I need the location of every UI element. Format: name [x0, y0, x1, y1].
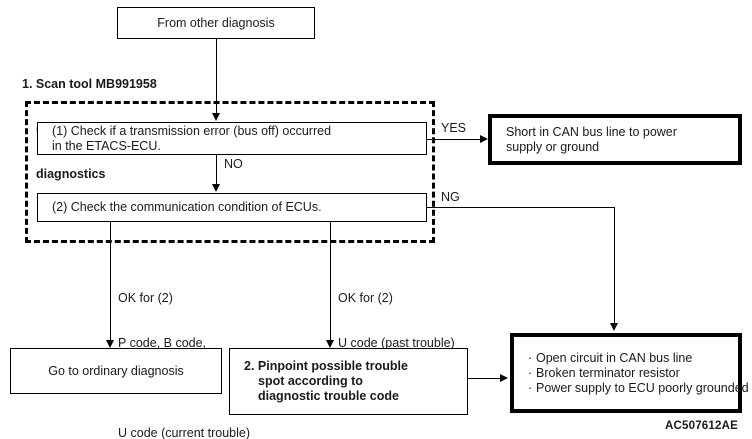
edge-ng-vertical: [614, 207, 615, 325]
edge-label-ok-left-line4: U code (current trouble): [118, 426, 251, 439]
node-check-communication-condition: (2) Check the communication condition of…: [37, 193, 427, 222]
node-go-to-ordinary-diagnosis-label: Go to ordinary diagnosis: [48, 363, 184, 378]
cause-item-1: ·Open circuit in CAN bus line: [528, 351, 749, 366]
edge-label-ok-left-line1: OK for (2): [118, 291, 173, 305]
node-short-line2: supply or ground: [506, 139, 600, 154]
arrowhead-ng-to-causes: [610, 323, 618, 331]
edge-label-no: NO: [224, 157, 243, 171]
node-check-transmission-error: (1) Check if a transmission error (bus o…: [37, 122, 427, 155]
bullet-icon: ·: [528, 380, 533, 395]
node-pinpoint-line2: spot according to: [258, 374, 363, 388]
node-short-in-can-bus: Short in CAN bus line to power supply or…: [488, 114, 742, 165]
edge-label-ok-left-line2: P code, B code,: [118, 336, 207, 350]
cause-item-2-text: Broken terminator resistor: [536, 365, 680, 380]
step1-heading-line1: 1. Scan tool MB991958: [22, 77, 157, 91]
node-check1-label: (1) Check if a transmission error (bus o…: [38, 124, 331, 154]
cause-item-2: ·Broken terminator resistor: [528, 366, 749, 381]
cause-item-3-text: Power supply to ECU poorly grounded: [536, 380, 749, 395]
cause-item-3: ·Power supply to ECU poorly grounded: [528, 381, 749, 396]
edge-pinpoint-to-causes: [468, 378, 502, 379]
arrowhead-to-ordinary-diagnosis: [106, 340, 114, 348]
edge-label-ok-right-line1: OK for (2): [338, 291, 393, 305]
node-from-other-diagnosis: From other diagnosis: [117, 7, 315, 39]
node-pinpoint-line1: 2. Pinpoint possible trouble: [244, 359, 408, 373]
scan-tool-group-region: [25, 101, 435, 243]
node-possible-causes-list: ·Open circuit in CAN bus line ·Broken te…: [514, 351, 749, 396]
edge-label-ok-right: OK for (2) U code (past trouble): [338, 261, 455, 381]
edge-ok-right: [330, 222, 331, 342]
arrowhead-to-check1: [212, 113, 220, 121]
node-pinpoint-trouble-spot: 2. Pinpoint possible trouble spot accord…: [229, 348, 468, 415]
node-pinpoint-line3: diagnostic trouble code: [258, 389, 399, 403]
edge-no-check1-to-check2: [216, 155, 217, 186]
arrowhead-to-short-box: [480, 135, 488, 143]
node-short-line1: Short in CAN bus line to power: [506, 124, 677, 139]
arrowhead-to-check2: [212, 184, 220, 192]
node-possible-causes: ·Open circuit in CAN bus line ·Broken te…: [510, 333, 749, 413]
edge-label-yes: YES: [441, 121, 467, 135]
node-check2-label: (2) Check the communication condition of…: [52, 200, 322, 214]
node-go-to-ordinary-diagnosis: Go to ordinary diagnosis: [10, 348, 222, 394]
node-check1-line2: in the ETACS-ECU.: [52, 138, 161, 153]
edge-ng-horizontal: [427, 207, 615, 208]
node-from-other-diagnosis-label: From other diagnosis: [157, 15, 275, 30]
node-short-in-can-bus-label: Short in CAN bus line to power supply or…: [492, 125, 677, 155]
arrowhead-to-pinpoint: [326, 340, 334, 348]
arrowhead-to-causes-box: [500, 374, 508, 382]
figure-code: AC507612AE: [665, 420, 738, 432]
edge-yes-check1-to-short: [427, 139, 482, 140]
edge-label-ng: NG: [441, 190, 460, 204]
edge-from-diagnosis-to-check1: [216, 39, 217, 115]
edge-ok-left: [110, 222, 111, 342]
cause-item-1-text: Open circuit in CAN bus line: [536, 350, 693, 365]
node-check1-line1: (1) Check if a transmission error (bus o…: [52, 123, 332, 138]
edge-label-ok-right-line2: U code (past trouble): [338, 336, 455, 350]
bullet-icon: ·: [528, 350, 533, 365]
bullet-icon: ·: [528, 365, 533, 380]
node-pinpoint-label: 2. Pinpoint possible trouble spot accord…: [230, 359, 408, 404]
step1-heading-line3: diagnostics: [36, 167, 106, 181]
